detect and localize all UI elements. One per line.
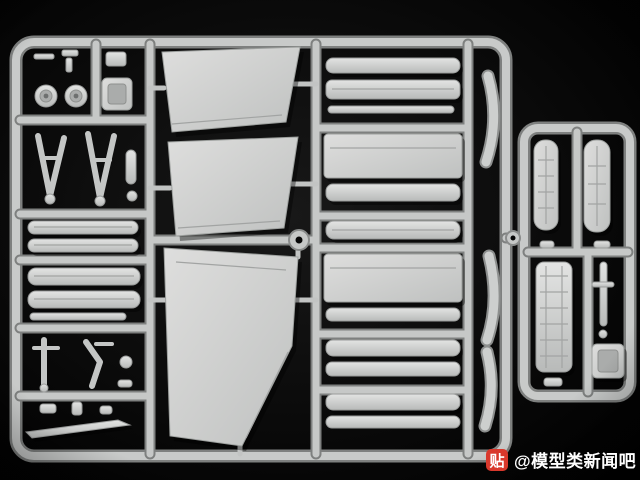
watermark-badge-glyph: 贴 xyxy=(489,452,504,470)
watermark-badge-icon xyxy=(486,449,508,471)
watermark: 贴 @模型类新闻吧 xyxy=(486,449,636,471)
watermark-handle-text: @模型类新闻吧 xyxy=(514,451,636,471)
